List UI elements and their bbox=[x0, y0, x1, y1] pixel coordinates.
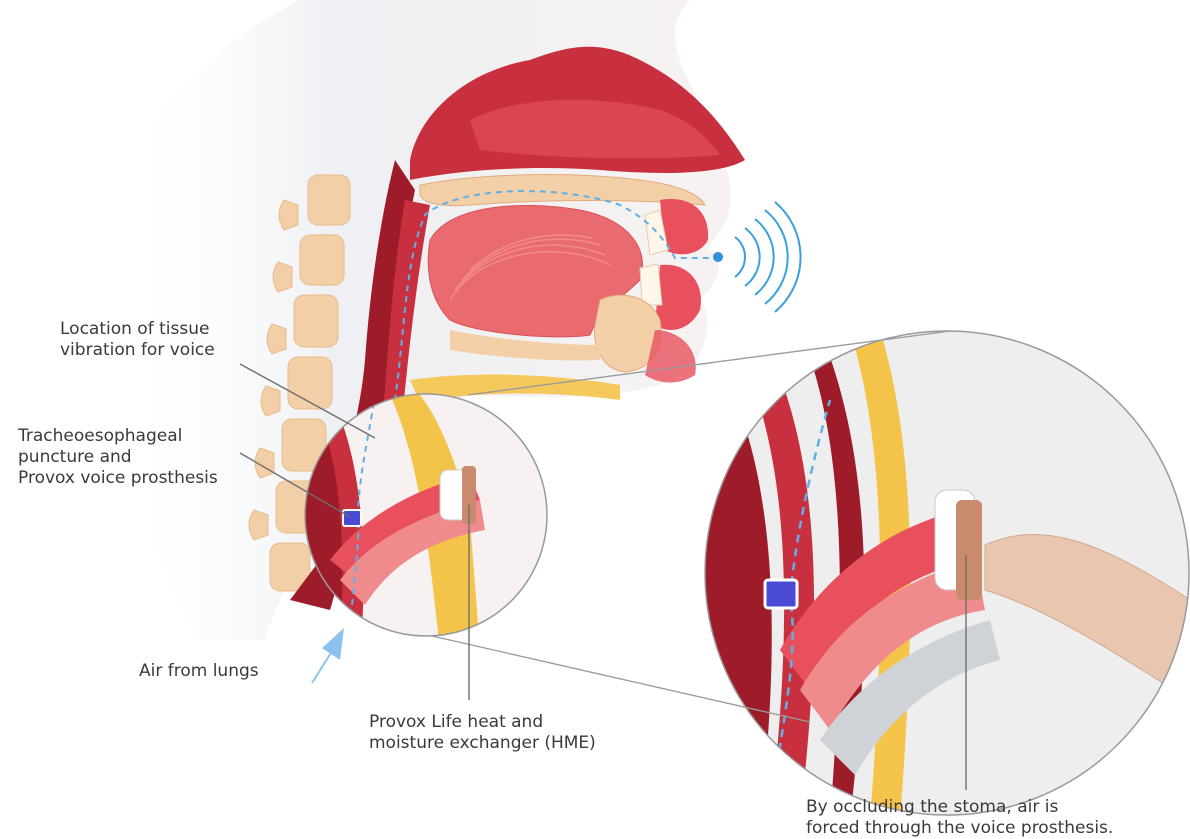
label-hme-line-2: moisture exchanger (HME) bbox=[369, 733, 596, 754]
label-air-from-lungs-text: Air from lungs bbox=[139, 661, 259, 682]
label-tissue-vibration-line-1: Location of tissue bbox=[60, 319, 215, 340]
label-hme-line-1: Provox Life heat and bbox=[369, 712, 596, 733]
label-tissue-vibration: Location of tissue vibration for voice bbox=[60, 319, 215, 361]
lower-teeth bbox=[640, 264, 662, 305]
label-occlude-line-2: forced through the voice prosthesis. bbox=[806, 818, 1113, 839]
label-air-from-lungs: Air from lungs bbox=[139, 661, 259, 682]
label-puncture-line-2: puncture and bbox=[18, 447, 218, 468]
label-puncture-line-3: Provox voice prosthesis bbox=[18, 468, 218, 489]
air-arrow-icon bbox=[312, 628, 344, 683]
label-puncture-line-1: Tracheoesophageal bbox=[18, 426, 218, 447]
label-puncture: Tracheoesophageal puncture and Provox vo… bbox=[18, 426, 218, 489]
label-occlude-line-1: By occluding the stoma, air is bbox=[806, 797, 1113, 818]
sound-source-dot bbox=[713, 252, 723, 262]
sound-waves-icon bbox=[735, 202, 801, 312]
label-occlude: By occluding the stoma, air is forced th… bbox=[806, 797, 1113, 839]
label-tissue-vibration-line-2: vibration for voice bbox=[60, 340, 215, 361]
label-hme: Provox Life heat and moisture exchanger … bbox=[369, 712, 596, 754]
